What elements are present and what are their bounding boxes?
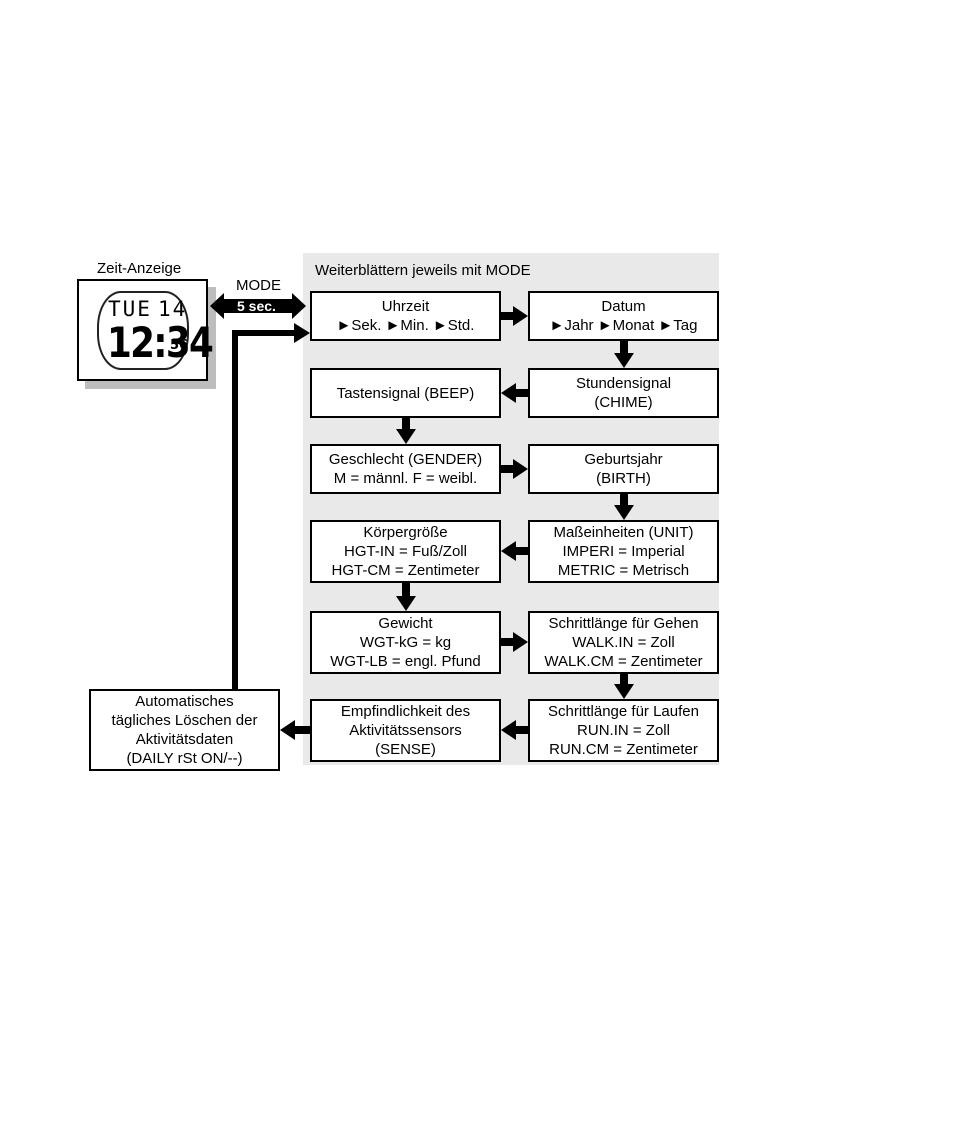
box-schritt-laufen-line-3: RUN.CM = Zentimeter [549,741,698,758]
lcd-time: 12:34 [107,318,214,367]
box-geburtsjahr-line-2: (BIRTH) [596,470,651,487]
arrow-left-icon [501,541,528,561]
arrow-down-icon [396,418,416,444]
box-masseinheiten-line-2: IMPERI = Imperial [562,543,685,560]
box-datum: Datum ►Jahr ►Monat ►Tag [528,291,719,341]
box-masseinheiten: Maßeinheiten (UNIT) IMPERI = Imperial ME… [528,520,719,583]
box-masseinheiten-line-3: METRIC = Metrisch [557,562,690,579]
arrow-left-icon [280,720,310,740]
arrow-down-icon [614,674,634,699]
box-datum-line-1: Datum [601,298,646,315]
arrow-down-icon [614,341,634,368]
box-geburtsjahr-line-1: Geburtsjahr [584,451,663,468]
lcd-screen: TUE 14 12:34 56 [97,291,214,370]
box-empfindlichkeit-line-1: Empfindlichkeit des [340,703,471,720]
box-uhrzeit-line-2: ►Sek. ►Min. ►Std. [336,317,475,334]
box-koerpergroesse: Körpergröße HGT-IN = Fuß/Zoll HGT-CM = Z… [310,520,501,583]
box-koerpergroesse-line-2: HGT-IN = Fuß/Zoll [344,543,467,560]
box-uhrzeit: Uhrzeit ►Sek. ►Min. ►Std. [310,291,501,341]
box-geschlecht: Geschlecht (GENDER) M = männl. F = weibl… [310,444,501,494]
box-loeschen-line-4: (DAILY rSt ON/--) [126,750,243,767]
mode-double-arrow-icon [210,293,306,319]
box-uhrzeit-line-1: Uhrzeit [381,298,430,315]
arrow-right-icon [501,632,528,652]
box-stundensignal-line-1: Stundensignal [575,375,672,392]
box-geschlecht-line-2: M = männl. F = weibl. [333,470,478,487]
box-schritt-gehen-line-3: WALK.CM = Zentimeter [544,653,703,670]
box-tastensignal: Tastensignal (BEEP) [310,368,501,418]
box-gewicht-line-3: WGT-LB = engl. Pfund [330,653,481,670]
lcd-day: TUE [108,297,152,321]
arrow-down-icon [614,494,634,520]
box-empfindlichkeit-line-3: (SENSE) [375,741,436,758]
box-geburtsjahr: Geburtsjahr (BIRTH) [528,444,719,494]
box-tastensignal-line-1: Tastensignal (BEEP) [336,384,475,402]
box-loeschen-line-1: Automatisches [135,693,234,710]
arrow-right-icon [501,459,528,479]
box-geschlecht-line-1: Geschlecht (GENDER) [328,451,483,468]
box-empfindlichkeit-line-2: Aktivitätssensors [349,722,462,739]
box-schritt-laufen: Schrittlänge für Laufen RUN.IN = Zoll RU… [528,699,719,762]
box-schritt-laufen-line-1: Schrittlänge für Laufen [548,703,699,720]
watch-display: TUE 14 12:34 56 [77,279,214,381]
box-schritt-gehen-line-2: WALK.IN = Zoll [572,634,675,651]
box-stundensignal-line-2: (CHIME) [594,394,653,411]
box-empfindlichkeit: Empfindlichkeit des Aktivitätssensors (S… [310,699,501,762]
flow-title: Weiterblättern jeweils mit MODE [315,262,531,279]
arrow-down-icon [396,583,416,611]
box-schritt-gehen: Schrittlänge für Gehen WALK.IN = Zoll WA… [528,611,719,674]
box-loeschen-line-2: tägliches Löschen der [111,712,258,729]
box-gewicht-line-2: WGT-kG = kg [359,634,452,651]
box-datum-line-2: ►Jahr ►Monat ►Tag [549,317,698,334]
box-koerpergroesse-line-1: Körpergröße [363,524,448,541]
box-koerpergroesse-line-3: HGT-CM = Zentimeter [331,562,480,579]
box-gewicht: Gewicht WGT-kG = kg WGT-LB = engl. Pfund [310,611,501,674]
box-schritt-gehen-line-1: Schrittlänge für Gehen [548,615,699,632]
arrow-right-icon [501,306,528,326]
lcd-date: 14 [158,297,188,321]
box-schritt-laufen-line-2: RUN.IN = Zoll [577,722,670,739]
return-line [232,323,310,692]
box-gewicht-line-1: Gewicht [378,615,433,632]
arrow-left-icon [501,383,528,403]
box-loeschen-line-3: Aktivitätsdaten [135,731,234,748]
box-masseinheiten-line-1: Maßeinheiten (UNIT) [553,524,694,541]
mode-label: MODE [236,277,281,294]
arrow-left-icon [501,720,528,740]
box-loeschen: Automatisches tägliches Löschen der Akti… [89,689,280,771]
display-title: Zeit-Anzeige [97,260,182,277]
mode-hold-label: 5 sec. [237,298,276,314]
box-stundensignal: Stundensignal (CHIME) [528,368,719,418]
lcd-seconds: 56 [170,338,189,353]
